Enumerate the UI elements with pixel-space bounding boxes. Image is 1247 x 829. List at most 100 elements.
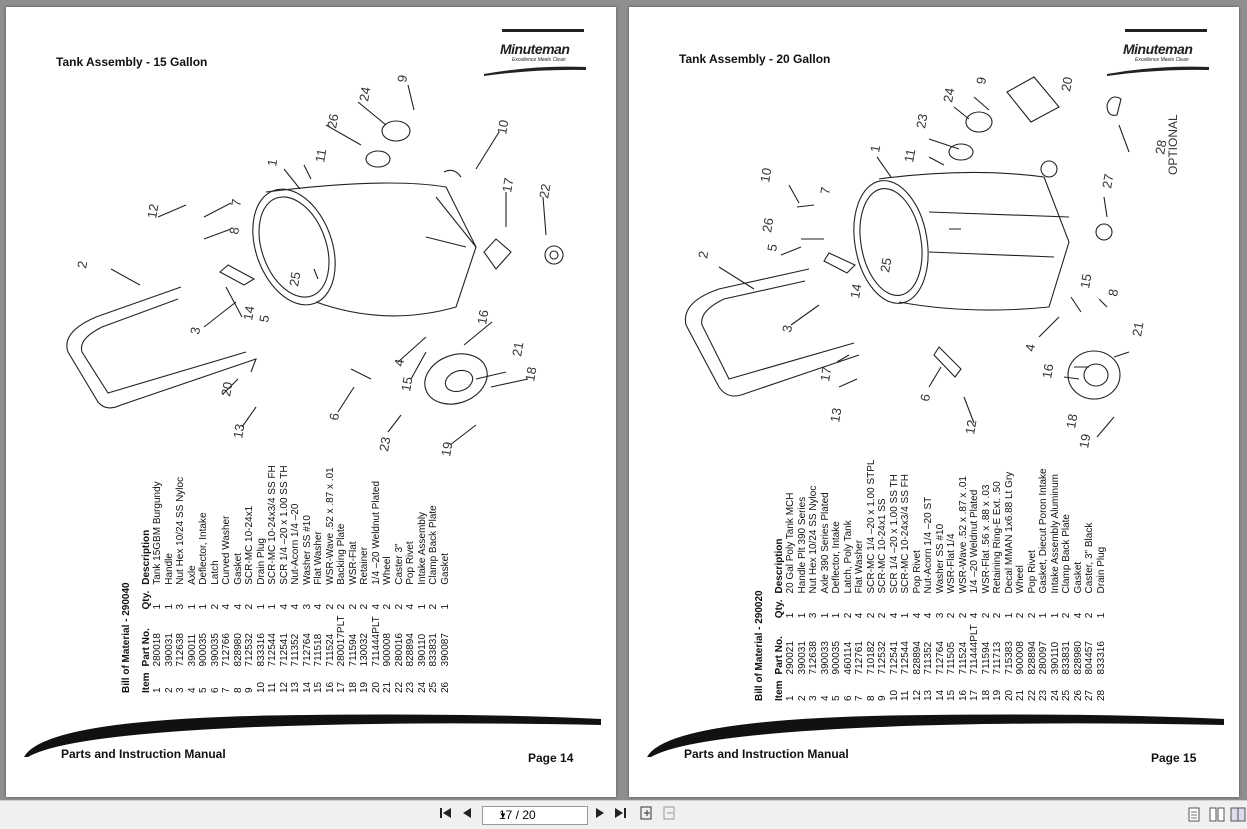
- bom-cell: WSR-Wave .52 x .87 x .01: [324, 467, 336, 585]
- callout-11: 11: [312, 148, 329, 164]
- zoom-out-icon[interactable]: [661, 806, 679, 824]
- callout-18: 18: [522, 366, 539, 383]
- footer-swoosh: [647, 714, 1224, 757]
- bom-cell: 712638: [175, 633, 186, 667]
- bom-cell: 3: [301, 603, 313, 610]
- bom-cell: 390035: [209, 633, 221, 667]
- bom-cell: 715383: [1003, 641, 1015, 675]
- bom-cell: 2: [957, 612, 969, 619]
- bom-cell: 2: [1026, 612, 1038, 619]
- bom-cell: 833831: [1061, 641, 1072, 675]
- bom-cell: 1: [796, 612, 808, 619]
- callout-6: 6: [917, 393, 933, 403]
- bom-cell: 1: [416, 603, 428, 610]
- bom-cell: 2: [163, 687, 175, 693]
- bom-cell: Washer SS #10: [301, 515, 313, 585]
- bom-cell: 2: [428, 603, 439, 610]
- bom-cell: 280017PLT: [336, 615, 347, 667]
- bom-cell: Drain Plug: [255, 538, 267, 585]
- callout-12: 12: [962, 419, 979, 436]
- callout-9: 9: [973, 76, 989, 86]
- bom-cell: 1: [1038, 612, 1049, 619]
- bom-cell: 10: [255, 681, 267, 693]
- page-number-select[interactable]: 17 / 20 ▼: [482, 806, 588, 825]
- bom-cell: 2: [992, 612, 1003, 619]
- bom-column-header: Part No.: [140, 628, 152, 667]
- bom-cell: 2: [382, 603, 393, 610]
- bom-cell: 1/4 –20 Weldnut Plated: [370, 480, 382, 585]
- callout-22: 22: [536, 183, 553, 200]
- callout-8: 8: [1105, 288, 1121, 298]
- two-page-view-icon[interactable]: [1209, 807, 1225, 822]
- bom-cell: 712544: [900, 641, 911, 675]
- bom-cell: 280018: [152, 633, 163, 667]
- last-page-icon[interactable]: [612, 806, 630, 824]
- bom-cell: 25: [428, 681, 439, 693]
- bom-cell: 2: [336, 603, 347, 610]
- bom-cell: 1: [255, 603, 267, 610]
- viewer-toolbar: 17 / 20 ▼: [0, 800, 1247, 829]
- bom-cell: 711594: [347, 633, 359, 667]
- bom-cell: 2: [324, 603, 336, 610]
- first-page-icon[interactable]: [437, 806, 455, 824]
- callout-13: 13: [230, 423, 247, 440]
- bom-cell: 4: [911, 612, 923, 619]
- bom-cell: 2: [842, 612, 854, 619]
- bom-cell: SCR-MC 10-24x3/4 SS FH: [900, 474, 911, 594]
- bom-cell: Flat Washer: [313, 531, 324, 585]
- bom-cell: 26: [439, 681, 451, 693]
- bom-cell: 15: [313, 681, 324, 693]
- bom-cell: 1: [1049, 612, 1061, 619]
- bom-cell: 2: [1084, 612, 1095, 619]
- bom-cell: SCR 1/4 –20 x 1.00 SS TH: [278, 465, 290, 585]
- bom-cell: 2: [877, 612, 888, 619]
- bom-cell: Wheel: [382, 556, 393, 585]
- bom-column-header: Part No.: [773, 636, 785, 675]
- bom-cell: 5: [198, 687, 209, 693]
- bom-cell: 2: [1015, 612, 1026, 619]
- bom-cell: SCR-MC 10-24x3/4 SS FH: [267, 465, 278, 585]
- bom-cell: 3: [175, 687, 186, 693]
- bom-cell: 14: [301, 681, 313, 693]
- next-page-icon[interactable]: [591, 806, 609, 824]
- bom-cell: 2: [1061, 612, 1072, 619]
- previous-page-icon[interactable]: [458, 806, 476, 824]
- bom-cell: 804457: [1084, 641, 1095, 675]
- callout-2: 2: [74, 260, 90, 270]
- bom-cell: 1: [186, 603, 198, 610]
- callout-16: 16: [474, 309, 491, 326]
- zoom-in-icon[interactable]: [638, 806, 656, 824]
- page-title: Tank Assembly - 20 Gallon: [679, 52, 831, 66]
- bom-cell: Latch, Poly Tank: [842, 520, 854, 594]
- callout-24: 24: [356, 86, 373, 103]
- callout-25: 25: [877, 257, 894, 274]
- single-page-view-icon[interactable]: [1187, 807, 1201, 822]
- bom-cell: 711444PLT: [969, 624, 980, 675]
- bom-cell: Washer SS #10: [934, 523, 946, 594]
- bom-cell: Nut Hex 10/24 SS Nyloc: [808, 485, 819, 594]
- callout-15: 15: [1077, 273, 1094, 290]
- bom-cell: 1/4 –20 Weldnut Plated: [969, 489, 980, 594]
- bom-cell: Caster, 3" Black: [1084, 522, 1095, 594]
- callout-4: 4: [391, 358, 407, 368]
- bom-cell: 712541: [278, 633, 290, 667]
- book-view-icon[interactable]: [1230, 807, 1246, 822]
- minuteman-logo: Minuteman Excellence Meets Clean: [484, 29, 586, 85]
- bom-cell: 11: [267, 682, 278, 693]
- bom-cell: 828894: [1026, 641, 1038, 675]
- page-number: Page 15: [1151, 751, 1197, 765]
